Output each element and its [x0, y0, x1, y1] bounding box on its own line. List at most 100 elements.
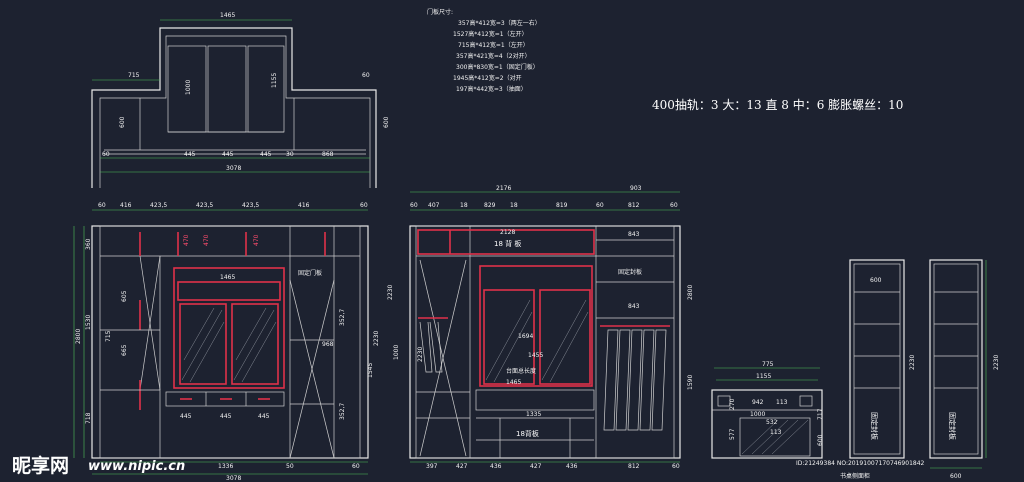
left-bdim-2: 60 [352, 463, 360, 470]
left-label-2230: 2230 [373, 331, 380, 346]
top-right-step-dim: 60 [362, 72, 370, 79]
side-a-top: 600 [870, 277, 882, 284]
left-label-1465: 1465 [220, 274, 235, 281]
right-topdim-0: 60 [410, 202, 418, 209]
desk-dim-2: 1000 [750, 411, 765, 418]
left-height-total: 2800 [75, 329, 82, 344]
left-bdim-0: 1336 [218, 463, 233, 470]
door-spec-line-4: 300高*830宽=1（固定门板） [456, 63, 539, 71]
desk-width: 775 [762, 361, 774, 368]
right-label-843b: 843 [628, 303, 640, 310]
right-bdim-0: 397 [426, 463, 438, 470]
watermark-brand: 昵享网 [12, 454, 69, 477]
door-spec-title: 门板尺寸: [427, 8, 453, 16]
top-bdim-5: 868 [322, 151, 334, 158]
right-top-label: 2128 [500, 229, 515, 236]
door-spec-line-1: 1527高*412宽=1（左开） [453, 30, 528, 38]
left-fixed-panel: 固定门板 [298, 269, 322, 277]
left-height-4: 605 [121, 290, 128, 302]
desk-inner: 1155 [756, 373, 771, 380]
top-h-left: 600 [119, 116, 126, 128]
side-a-label: 固定封板 [870, 412, 879, 440]
desk-dim-6: 600 [817, 434, 824, 446]
right-bdim-6: 60 [672, 463, 680, 470]
left-topdim-5: 416 [298, 202, 310, 209]
right-topdim-6: 60 [596, 202, 604, 209]
right-label-1590: 1590 [687, 375, 694, 390]
top-bdim-4: 30 [286, 151, 294, 158]
left-height-2: 715 [105, 330, 112, 342]
right-topdim-4: 18 [510, 202, 518, 209]
left-drawer-dim-2: 445 [258, 413, 270, 420]
side-bottom: 600 [950, 473, 962, 480]
desk-dim-1: 113 [776, 399, 788, 406]
side-b-label: 固定封板 [948, 412, 957, 440]
desk-dim-8: 270 [729, 398, 736, 410]
desk-caption: 书桌侧面柜 [840, 472, 870, 480]
right-label-1694: 1694 [518, 333, 533, 340]
desk-dim-7: 577 [729, 428, 736, 440]
right-elevation: 2128 18 背 板 1694 1455 台面总长度 1465 1335 18… [387, 185, 694, 470]
right-back-label: 18 背 板 [494, 239, 521, 248]
right-bdim-1: 427 [456, 463, 468, 470]
left-topdim-6: 60 [360, 202, 368, 209]
right-topdim-5: 819 [556, 202, 568, 209]
right-label-1335: 1335 [526, 411, 541, 418]
door-spec-line-5: 1945高*412宽=2（对开 [453, 74, 522, 82]
desk-dim-3: 532 [766, 419, 778, 426]
right-label-2230b: 2230 [387, 285, 394, 300]
right-topdim-7: 812 [628, 202, 640, 209]
left-height-3: 665 [121, 344, 128, 356]
left-red-mark-2: 470 [183, 234, 190, 246]
top-plan-view: 1465 715 60 600 1000 1155 600 60 445 445… [91, 12, 390, 188]
right-label-1455: 1455 [528, 352, 543, 359]
top-h-right: 600 [383, 116, 390, 128]
left-red-mark-0: 470 [203, 234, 210, 246]
left-topdim-0: 60 [98, 202, 106, 209]
left-label-1545: 1545 [367, 363, 374, 378]
left-topdim-3: 423,5 [196, 202, 213, 209]
left-drawer-dim-1: 445 [220, 413, 232, 420]
right-overall: 2176 [496, 185, 511, 192]
door-spec-line-2: 715高*412宽=1（左开） [458, 41, 529, 49]
right-bdim-4: 436 [566, 463, 578, 470]
right-label-2800: 2800 [687, 285, 694, 300]
left-topdim-2: 423,5 [150, 202, 167, 209]
left-label-352a: 352,7 [339, 309, 346, 326]
left-red-mark-1: 470 [253, 234, 260, 246]
top-h-center2: 1155 [271, 73, 278, 88]
top-total-dim: 3078 [226, 165, 241, 172]
left-total: 3078 [226, 475, 241, 482]
top-width-dim: 1465 [220, 12, 235, 19]
right-fixed-panel: 固定封板 [618, 268, 642, 276]
right-label-backboard: 18背板 [516, 429, 539, 438]
door-spec-line-3: 357高*421宽=4（2对开） [456, 52, 531, 60]
right-label-1000: 1000 [393, 345, 400, 360]
right-topdim-8: 60 [670, 202, 678, 209]
left-topdim-1: 416 [120, 202, 132, 209]
right-label-counter: 台面总长度 [506, 367, 536, 375]
right-label-2230a: 2230 [417, 347, 424, 362]
left-label-352b: 352,7 [339, 403, 346, 420]
top-left-step-dim: 715 [128, 72, 140, 79]
watermark-url: www.nipic.cn [88, 459, 185, 474]
top-h-center1: 1000 [185, 80, 192, 95]
left-height-1: 1530 [85, 315, 92, 330]
top-bdim-3: 445 [260, 151, 272, 158]
desk-dim-4: 113 [770, 429, 782, 436]
left-bdim-1: 50 [286, 463, 294, 470]
right-label-843a: 843 [628, 231, 640, 238]
right-bdim-5: 812 [628, 463, 640, 470]
top-bdim-0: 60 [102, 151, 110, 158]
right-topdim-1: 407 [428, 202, 440, 209]
door-spec-block: 门板尺寸: 357高*412宽=3（两左一右） 1527高*412宽=1（左开）… [427, 8, 541, 93]
left-height-0: 360 [85, 238, 92, 250]
hardware-note: 400抽轨：3 大：13 直 8 中：6 膨胀螺丝：10 [652, 97, 903, 112]
desk-side-cabinet: 775 1155 942 113 1000 532 113 717 600 57… [711, 361, 824, 459]
left-drawer-dim-0: 445 [180, 413, 192, 420]
side-a-height: 2230 [909, 355, 916, 370]
left-label-968: 968 [322, 341, 334, 348]
right-bdim-3: 427 [530, 463, 542, 470]
